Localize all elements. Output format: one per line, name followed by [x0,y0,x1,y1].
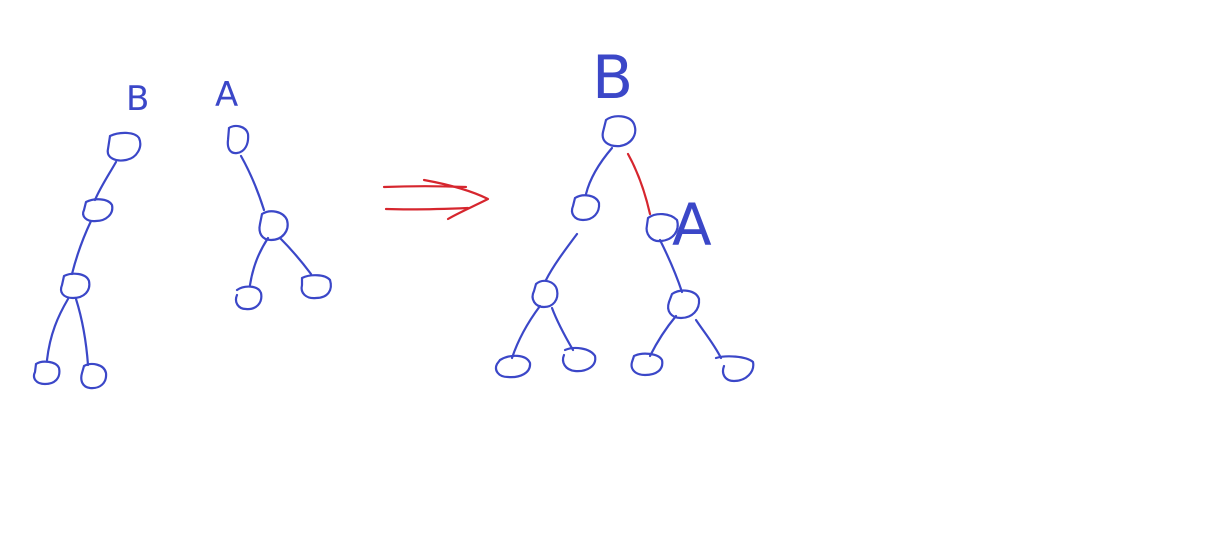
tree-b: B [32,79,149,390]
tree-node [258,210,289,242]
edge [239,154,266,212]
edge [93,160,118,202]
edge [648,314,678,358]
merged-tree: B A [494,43,755,383]
arrow-head [422,178,490,221]
tree-node [82,198,114,223]
tree-b-label: B [126,79,149,119]
tree-node [300,274,332,300]
edge [278,236,313,276]
tree-node [226,124,250,155]
edge [694,318,723,360]
arrow-line-bottom [384,206,470,211]
tree-node [645,213,679,243]
tree-node [32,360,61,386]
tree-node [570,194,601,222]
tree-node [234,285,263,311]
tree-node [106,131,142,162]
edge [658,238,684,294]
merged-root-label: B [592,43,633,113]
tree-node [601,115,637,148]
edge [45,297,70,362]
tree-node [714,355,755,383]
tree-node [667,289,701,320]
tree-a-label: A [215,75,238,115]
tree-node [561,346,597,373]
edge [584,146,614,196]
tree-a: A [215,75,332,311]
tree-node [59,272,91,300]
edge [550,306,575,352]
tree-node [494,354,532,379]
edge [74,297,90,367]
edge [510,304,542,360]
new-link-edge [626,152,652,216]
transform-arrow [382,178,490,221]
tree-node [630,352,664,377]
edge [70,219,93,276]
edge [544,232,579,282]
tree-node [531,279,559,309]
tree-node [80,362,108,390]
edge [248,236,270,287]
